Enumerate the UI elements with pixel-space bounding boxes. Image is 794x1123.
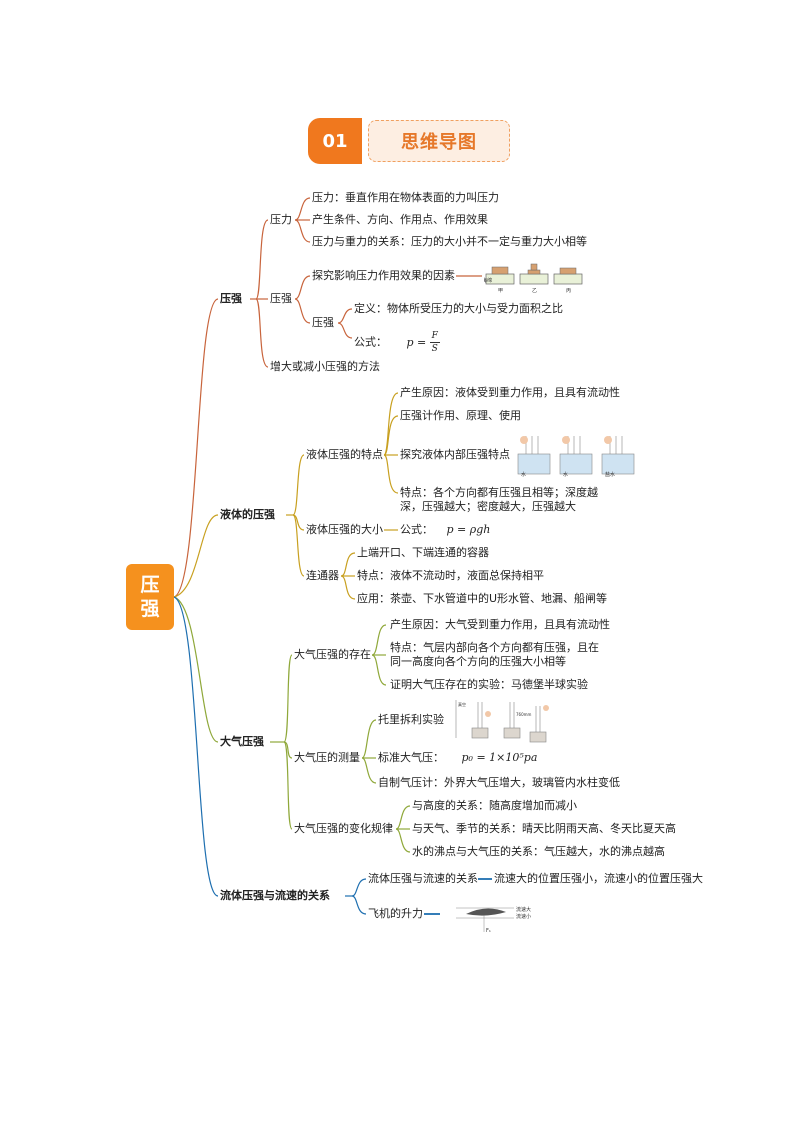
liquid-formula: p = ρgh bbox=[446, 523, 491, 536]
formula-lhs: p = bbox=[406, 335, 427, 349]
fig-label-yi: 乙 bbox=[532, 287, 537, 294]
standard-pressure-value: p₀ = 1×10⁵pa bbox=[461, 751, 538, 764]
branch-pressure: 压强 bbox=[220, 292, 242, 305]
node-manometer: 压强计作用、原理、使用 bbox=[400, 409, 521, 422]
node-liquid-features: 液体压强的特点 bbox=[306, 448, 383, 461]
liquid-formula-label: 公式： bbox=[400, 523, 433, 536]
node-weather-relation: 与天气、季节的关系：晴天比阴雨天高、冬天比夏天高 bbox=[412, 822, 676, 835]
formula-fraction: F S bbox=[429, 331, 440, 354]
node-force: 压力 bbox=[270, 213, 292, 226]
fig-label-bing: 丙 bbox=[566, 288, 571, 294]
node-liquid-cause: 产生原因：液体受到重力作用，且具有流动性 bbox=[400, 386, 620, 399]
fig-label-760mm: 760mm bbox=[516, 712, 532, 717]
fig-label-fast-flow: 流速大 bbox=[516, 906, 531, 913]
fig-label-force: F₁ bbox=[486, 928, 491, 934]
link-root-pressure bbox=[173, 298, 219, 598]
node-explore-force-effect: 探究影响压力作用效果的因素 bbox=[312, 269, 455, 282]
node-explore-liquid: 探究液体内部压强特点 bbox=[400, 448, 510, 461]
fig-label-saltwater: 盐水 bbox=[605, 471, 615, 478]
section-header: 01 思维导图 bbox=[308, 118, 510, 164]
link-root-air bbox=[173, 596, 219, 743]
node-force-definition: 压力：垂直作用在物体表面的力叫压力 bbox=[312, 191, 499, 204]
section-title: 思维导图 bbox=[401, 132, 477, 153]
node-flow-relation: 流体压强与流速的关系 bbox=[368, 872, 478, 885]
link-root-liquid bbox=[173, 514, 219, 598]
node-pressure-strength: 压强 bbox=[270, 292, 292, 305]
fig-label-water-1: 水 bbox=[521, 471, 526, 478]
node-altitude-relation: 与高度的关系：随高度增加而减小 bbox=[412, 799, 577, 812]
node-liquid-trait: 特点：各个方向都有压强且相等；深度越深，压强越大；密度越大，压强越大 bbox=[400, 486, 598, 513]
node-communicating-vessel: 连通器 bbox=[306, 569, 339, 582]
fig-label-slow-flow: 流速小 bbox=[516, 913, 531, 920]
branch-air: 大气压强 bbox=[220, 735, 264, 748]
wing-figure: 流速大 流速小 F₁ bbox=[456, 906, 531, 934]
node-boiling-relation: 水的沸点与大气压的关系：气压越大，水的沸点越高 bbox=[412, 845, 665, 858]
root-label-line2: 强 bbox=[140, 598, 160, 620]
node-flow-detail: 流速大的位置压强小，流速小的位置压强大 bbox=[494, 872, 703, 885]
node-vessel-application: 应用：茶壶、下水管道中的U形水管、地漏、船闸等 bbox=[357, 592, 608, 605]
node-pressure-definition: 定义：物体所受压力的大小与受力面积之比 bbox=[354, 302, 563, 315]
link-root-flow bbox=[173, 596, 219, 897]
sponge-experiment-figure: 海绵 甲 乙 丙 bbox=[484, 263, 583, 294]
node-increase-decrease-methods: 增大或减小压强的方法 bbox=[270, 360, 380, 373]
node-liquid-size: 液体压强的大小 bbox=[306, 523, 383, 536]
formula-label: 公式： bbox=[354, 335, 387, 349]
node-pressure-formula: 公式： p = F S bbox=[354, 331, 440, 354]
node-torricelli: 托里拆利实验 bbox=[378, 713, 444, 726]
root-label-line1: 压 bbox=[140, 574, 160, 596]
node-vessel-trait: 特点：液体不流动时，液面总保持相平 bbox=[357, 569, 544, 582]
torricelli-figure: 真空 760mm bbox=[455, 700, 549, 743]
section-number: 01 bbox=[308, 118, 362, 164]
root-node: 压 强 bbox=[126, 564, 174, 630]
fig-label-vacuum: 真空 bbox=[458, 701, 466, 707]
section-title-box: 思维导图 bbox=[368, 120, 510, 162]
node-vessel-definition: 上端开口、下端连通的容器 bbox=[357, 546, 489, 559]
node-standard-pressure: 标准大气压： p₀ = 1×10⁵pa bbox=[378, 751, 537, 765]
node-liquid-formula: 公式： p = ρgh bbox=[400, 523, 490, 537]
liquid-pressure-figure: 水 水 盐水 bbox=[517, 436, 635, 478]
node-airplane-lift: 飞机的升力 bbox=[368, 907, 423, 920]
node-homemade-barometer: 自制气压计：外界大气压增大，玻璃管内水柱变低 bbox=[378, 776, 620, 789]
node-air-cause: 产生原因：大气受到重力作用，且具有流动性 bbox=[390, 618, 610, 631]
node-air-existence: 大气压强的存在 bbox=[294, 648, 371, 661]
node-air-trait: 特点：气层内部向各个方向都有压强，且在同一高度向各个方向的压强大小相等 bbox=[390, 641, 599, 668]
fig-label-jia: 甲 bbox=[498, 288, 503, 294]
node-air-measure: 大气压的测量 bbox=[294, 751, 360, 764]
node-magdeburg: 证明大气压存在的实验：马德堡半球实验 bbox=[390, 678, 588, 691]
node-force-gravity-relation: 压力与重力的关系：压力的大小并不一定与重力大小相等 bbox=[312, 235, 587, 248]
fig-label-water-2: 水 bbox=[563, 471, 568, 478]
node-force-conditions: 产生条件、方向、作用点、作用效果 bbox=[312, 213, 488, 226]
formula-numerator: F bbox=[431, 331, 438, 341]
branch-liquid: 液体的压强 bbox=[220, 508, 275, 521]
branch-flow: 流体压强与流速的关系 bbox=[220, 889, 330, 902]
node-air-change: 大气压强的变化规律 bbox=[294, 822, 393, 835]
formula-denominator: S bbox=[431, 344, 438, 354]
sponge-label: 海绵 bbox=[484, 277, 492, 284]
node-pressure-sub: 压强 bbox=[312, 316, 334, 329]
standard-pressure-label: 标准大气压： bbox=[378, 751, 444, 764]
